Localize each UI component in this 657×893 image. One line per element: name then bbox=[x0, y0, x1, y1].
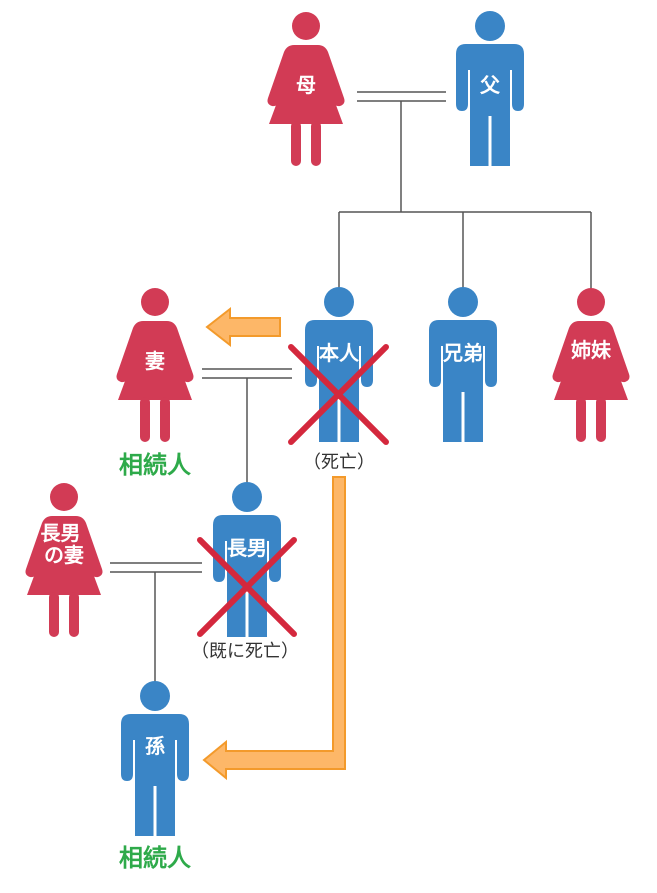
self-status-label: （死亡） bbox=[303, 452, 375, 473]
self-label: 本人 bbox=[319, 341, 360, 365]
sister-label: 姉妹 bbox=[571, 338, 612, 362]
female-person-icon bbox=[552, 288, 630, 442]
person-brother: 兄弟 bbox=[427, 285, 499, 444]
person-mother: 母 bbox=[267, 12, 345, 166]
person-son-wife: 長男 の妻 bbox=[25, 483, 103, 637]
wife-heir-label: 相続人 bbox=[119, 451, 191, 479]
deceased-cross-icon bbox=[288, 344, 389, 445]
person-son: 長男 （既に死亡） bbox=[191, 480, 299, 662]
person-wife: 妻 相続人 bbox=[116, 288, 194, 479]
wife-label: 妻 bbox=[145, 349, 165, 373]
deceased-cross-icon bbox=[197, 537, 297, 637]
father-label: 父 bbox=[479, 73, 501, 97]
mother-label: 母 bbox=[296, 73, 316, 97]
inheritance-arrow-to-grandchild bbox=[202, 476, 346, 781]
person-grandchild: 孫 相続人 bbox=[119, 679, 191, 872]
person-father: 父 bbox=[454, 9, 526, 168]
son-wife-label-line-1: 長男 bbox=[41, 521, 81, 545]
family-lines bbox=[110, 91, 592, 683]
grandchild-label: 孫 bbox=[145, 734, 165, 758]
grandchild-heir-label: 相続人 bbox=[119, 844, 191, 872]
son-wife-label-line-2: の妻 bbox=[44, 543, 84, 567]
brother-label: 兄弟 bbox=[442, 341, 483, 365]
person-self: 本人 （死亡） bbox=[288, 285, 389, 473]
inheritance-arrow-to-wife bbox=[205, 306, 281, 348]
son-status-label: （既に死亡） bbox=[191, 641, 299, 662]
son-label: 長男 bbox=[227, 536, 267, 560]
son-wife-label: 長男 の妻 bbox=[41, 521, 88, 567]
person-sister: 姉妹 bbox=[552, 288, 630, 442]
male-person-icon bbox=[119, 679, 191, 838]
